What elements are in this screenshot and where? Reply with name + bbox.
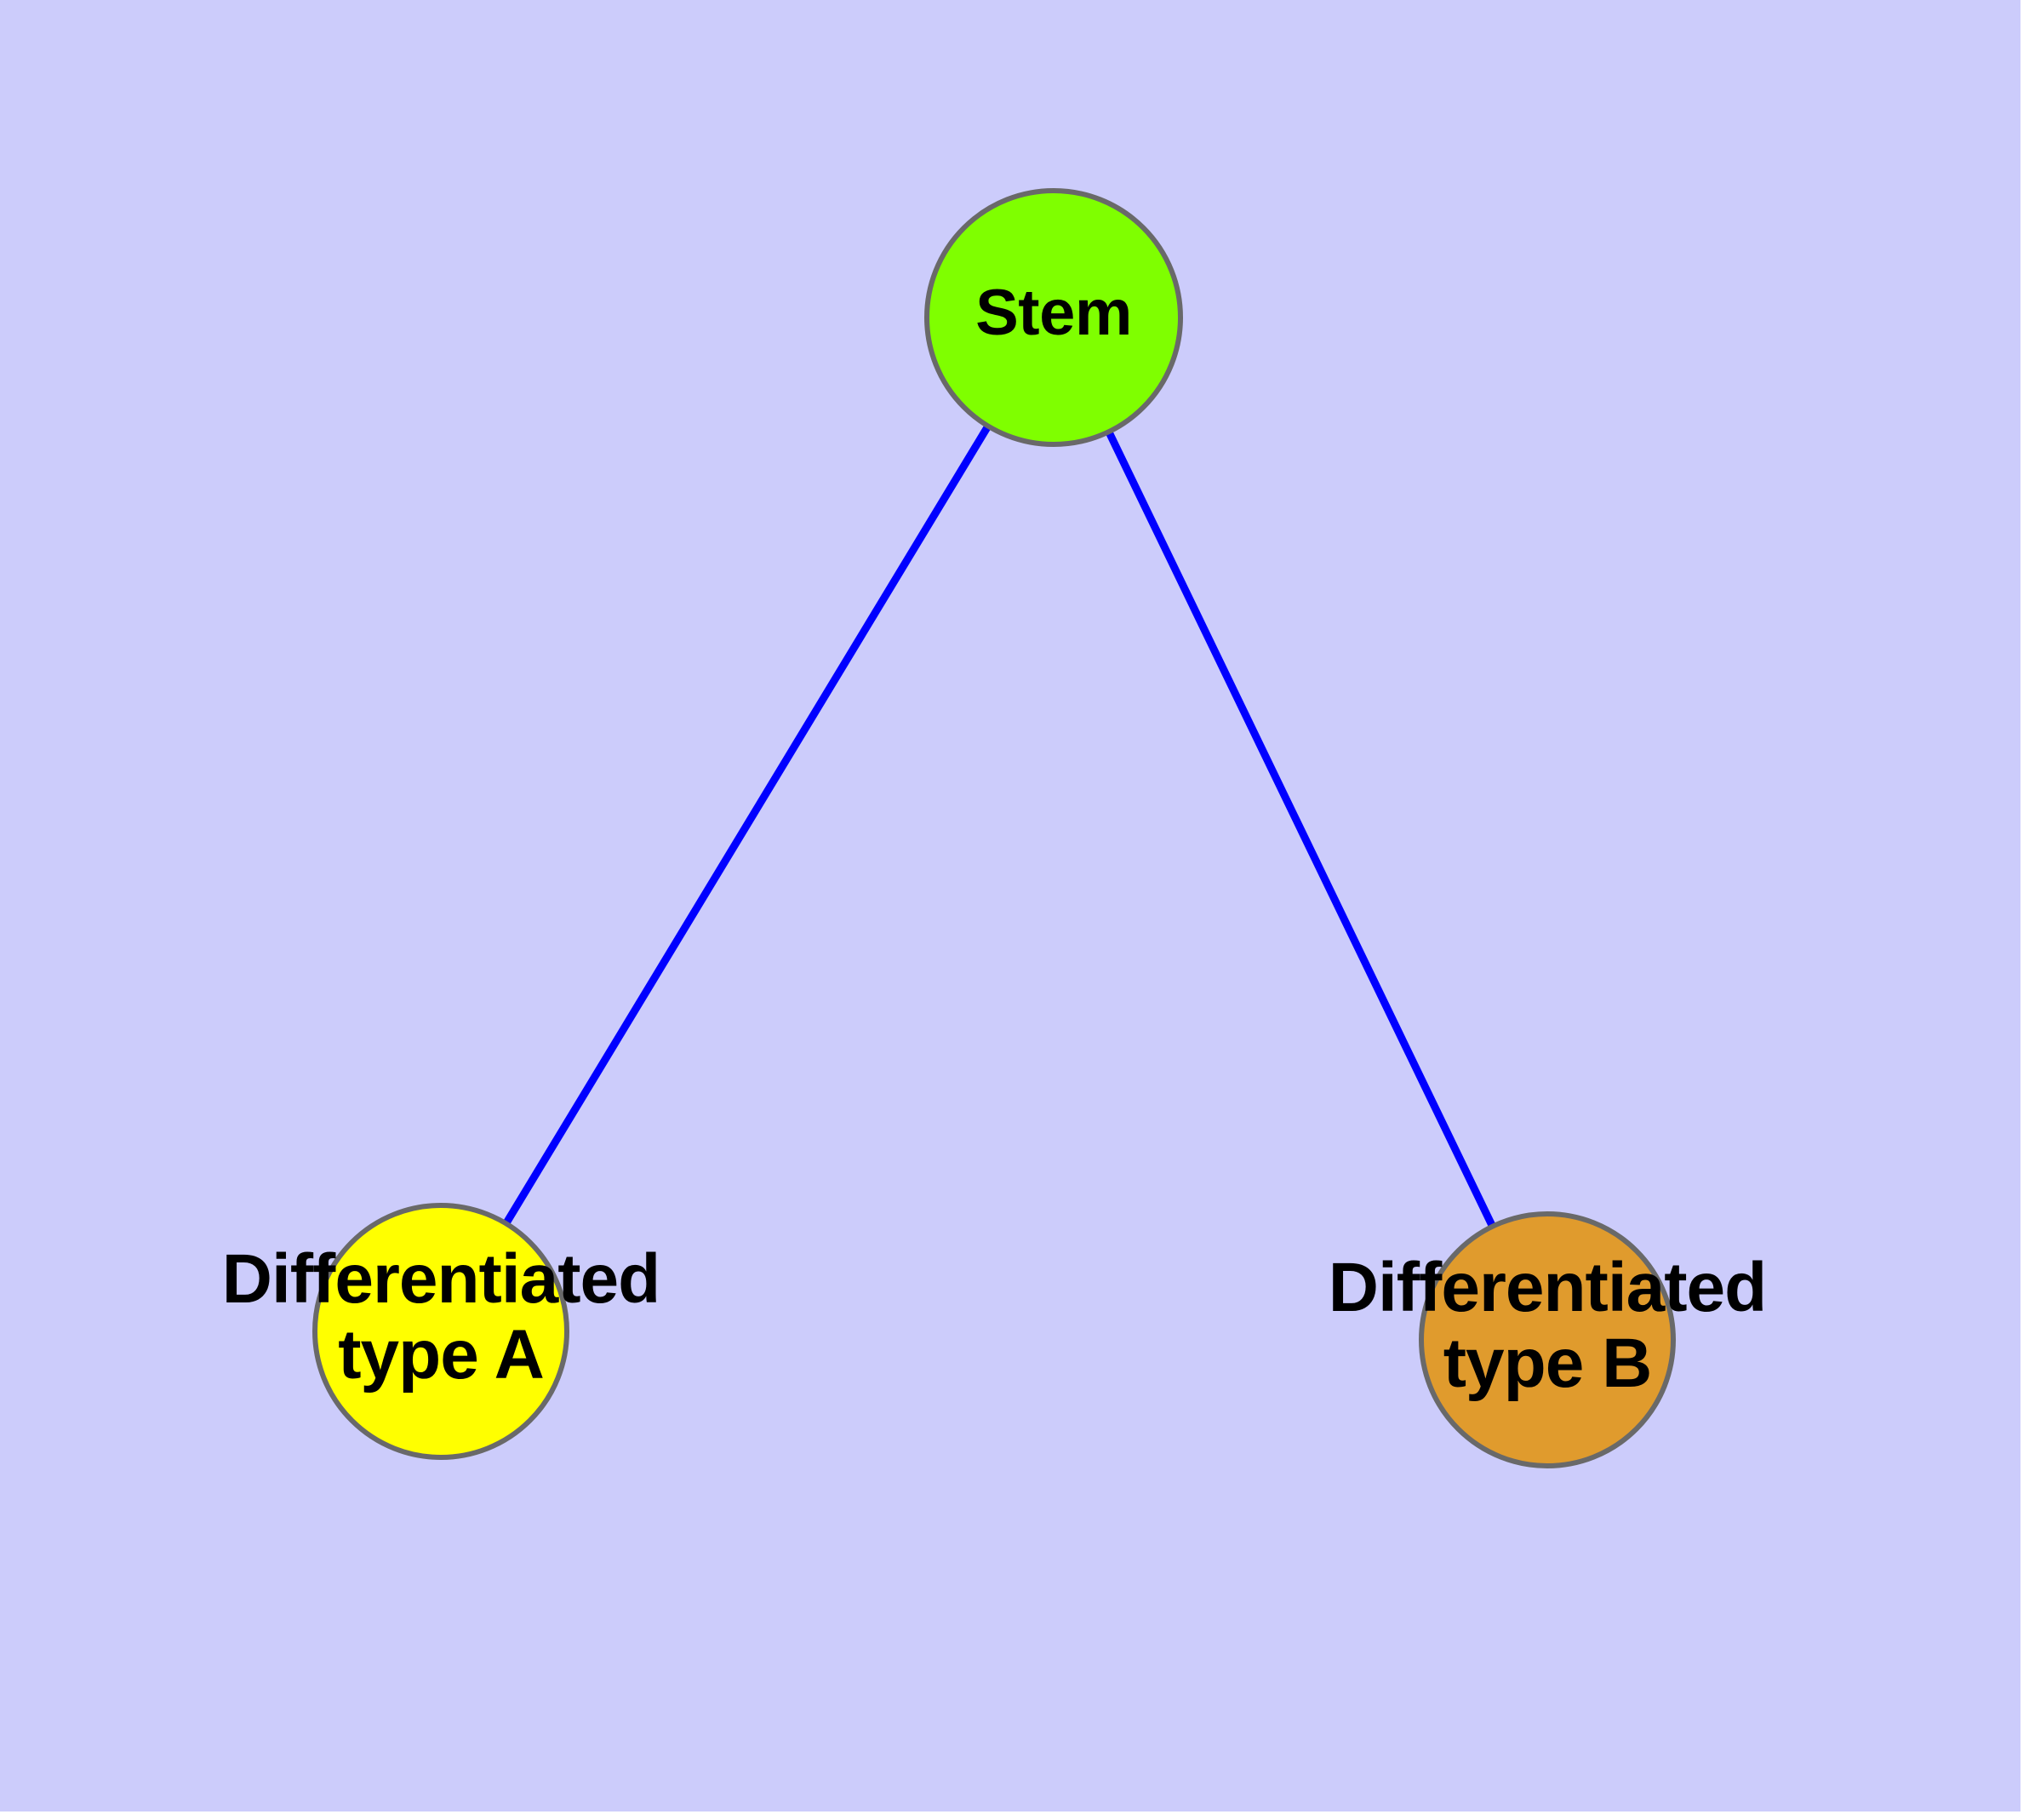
edge-stem-to-diff-a[interactable] (437, 315, 1057, 1334)
node-layer (312, 188, 1676, 1468)
node-stem[interactable] (924, 188, 1183, 447)
edge-stem-to-diff-b[interactable] (1049, 316, 1552, 1342)
edge-layer (437, 315, 1552, 1342)
node-diff-a[interactable] (312, 1203, 569, 1460)
node-diff-b[interactable] (1419, 1211, 1676, 1468)
